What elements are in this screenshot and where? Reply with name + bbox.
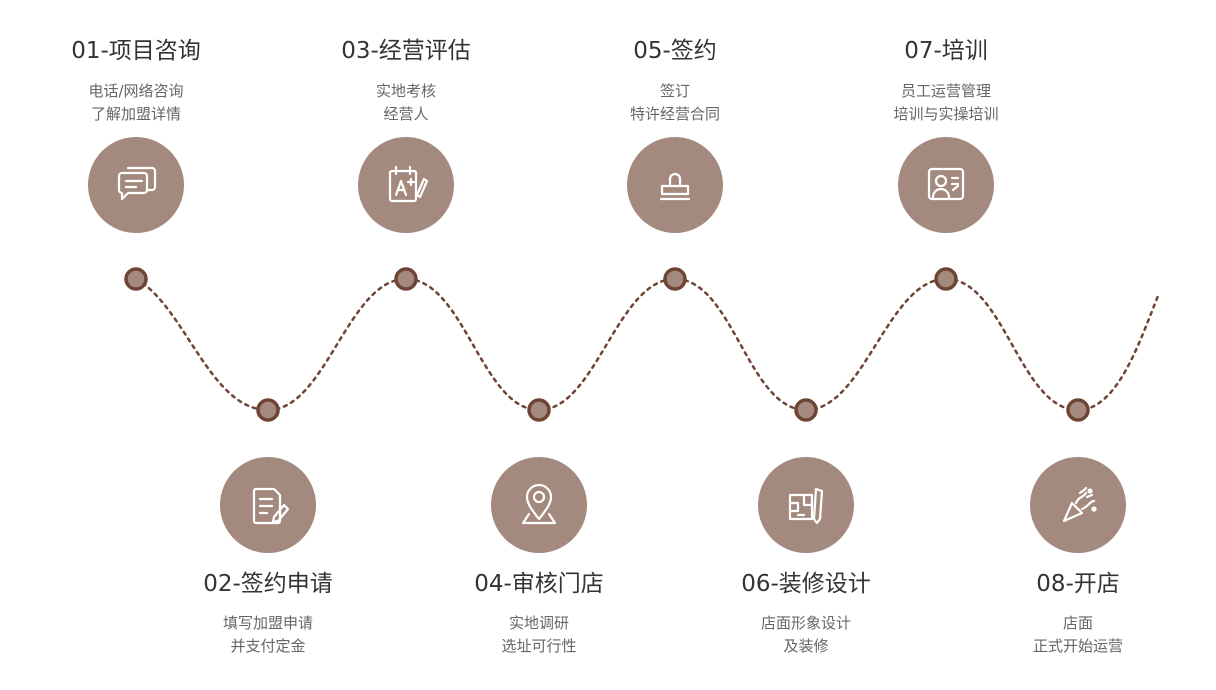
step-title: 03-经营评估 [341, 38, 471, 64]
step-title: 08-开店 [1036, 571, 1120, 597]
step-description-line: 正式开始运营 [1032, 637, 1123, 655]
chat-bubbles-icon [117, 166, 157, 201]
step-description: 店面形象设计及装修 [686, 612, 926, 658]
step-title: 06-装修设计 [741, 571, 871, 597]
step-description-line: 并支付定金 [230, 637, 306, 655]
step-6: 06-装修设计店面形象设计及装修 [686, 569, 926, 658]
step-description: 签订特许经营合同 [555, 80, 795, 126]
step-description: 员工运营管理培训与实操培训 [826, 80, 1066, 126]
wave-node [527, 398, 551, 422]
step-4: 04-审核门店实地调研选址可行性 [419, 569, 659, 658]
step-title: 04-审核门店 [474, 571, 604, 597]
wave-node [794, 398, 818, 422]
step-8: 08-开店店面正式开始运营 [958, 569, 1198, 658]
step-description-line: 填写加盟申请 [222, 614, 313, 632]
step-description-line: 实地调研 [508, 614, 569, 632]
step-icon-circle [898, 137, 994, 233]
step-description: 店面正式开始运营 [958, 612, 1198, 658]
step-description-line: 经营人 [383, 105, 429, 123]
step-title: 02-签约申请 [203, 571, 333, 597]
step-description-line: 实地考核 [375, 82, 436, 100]
wave-node [256, 398, 280, 422]
step-icon-circle [220, 457, 316, 553]
step-icon-circle [491, 457, 587, 553]
step-icon-circle [758, 457, 854, 553]
stamp-icon [659, 172, 691, 201]
wave-node [934, 267, 958, 291]
step-description-line: 店面 [1062, 614, 1093, 632]
blueprint-ruler-icon [788, 487, 824, 525]
step-description: 实地考核经营人 [286, 80, 526, 126]
wave-node [663, 267, 687, 291]
step-icon-circle [627, 137, 723, 233]
step-description: 实地调研选址可行性 [419, 612, 659, 658]
document-pen-icon [252, 487, 290, 525]
step-description-line: 店面形象设计 [760, 614, 851, 632]
presentation-board-icon [927, 167, 965, 201]
wave-node [124, 267, 148, 291]
wave-node [394, 267, 418, 291]
step-1: 01-项目咨询电话/网络咨询了解加盟详情 [16, 36, 256, 126]
clipboard-grade-icon [388, 165, 429, 203]
step-2: 02-签约申请填写加盟申请并支付定金 [148, 569, 388, 658]
step-5: 05-签约签订特许经营合同 [555, 36, 795, 126]
step-7: 07-培训员工运营管理培训与实操培训 [826, 36, 1066, 126]
step-icon-circle [358, 137, 454, 233]
step-title: 07-培训 [904, 38, 988, 64]
step-description: 填写加盟申请并支付定金 [148, 612, 388, 658]
step-title: 05-签约 [633, 38, 717, 64]
step-3: 03-经营评估实地考核经营人 [286, 36, 526, 126]
step-description-line: 及装修 [783, 637, 829, 655]
location-pin-icon [521, 483, 557, 525]
step-description-line: 特许经营合同 [629, 105, 720, 123]
step-icon-circle [88, 137, 184, 233]
step-description-line: 签订 [659, 82, 690, 100]
step-description-line: 培训与实操培训 [893, 105, 999, 123]
wave-node [1066, 398, 1090, 422]
step-title: 01-项目咨询 [71, 38, 201, 64]
step-description-line: 选址可行性 [501, 637, 577, 655]
step-description-line: 电话/网络咨询 [88, 82, 184, 100]
party-popper-icon [1062, 486, 1097, 523]
step-description-line: 员工运营管理 [900, 82, 991, 100]
step-description-line: 了解加盟详情 [90, 105, 181, 123]
step-icon-circle [1030, 457, 1126, 553]
step-description: 电话/网络咨询了解加盟详情 [16, 80, 256, 126]
